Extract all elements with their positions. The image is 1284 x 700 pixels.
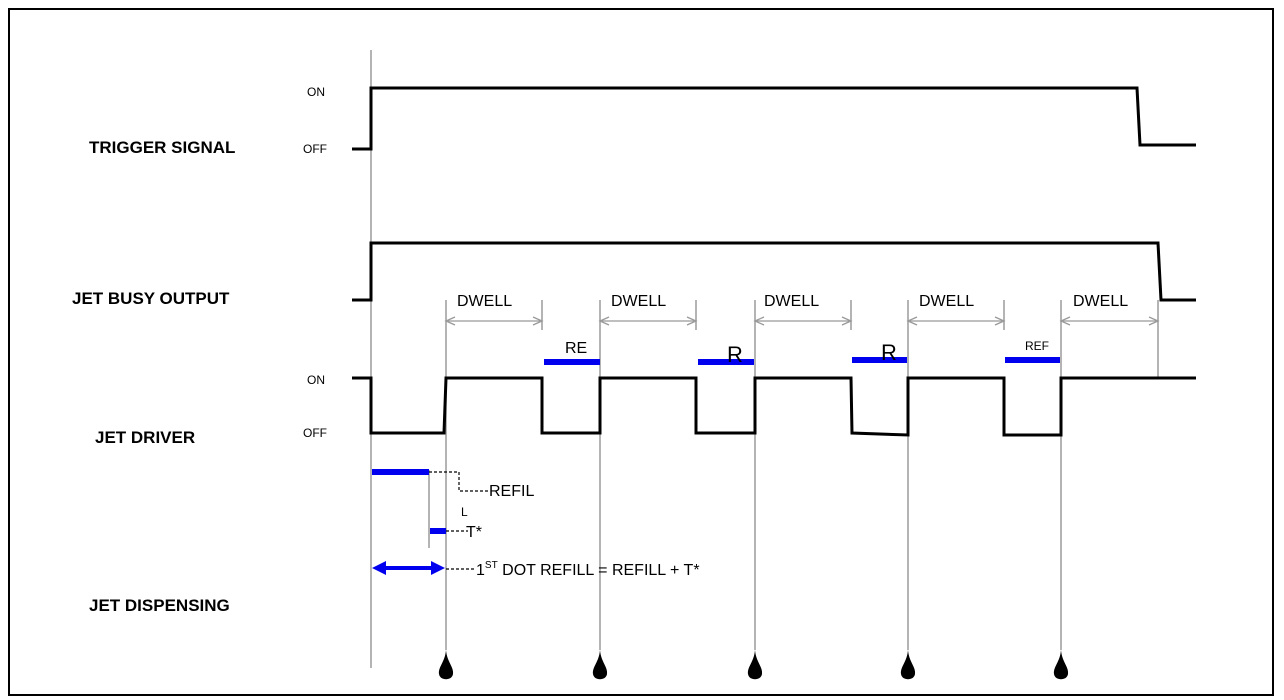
drop-icon xyxy=(900,650,916,680)
busy-output-label: JET BUSY OUTPUT xyxy=(72,289,230,308)
driver-off-label: OFF xyxy=(303,426,327,440)
trigger-signal-label: TRIGGER SIGNAL xyxy=(89,138,235,157)
dwell-arrows xyxy=(444,316,1160,326)
drop-icon xyxy=(438,650,454,680)
refill-annotation-wrap: L xyxy=(461,505,468,519)
drop-icon xyxy=(1053,650,1069,680)
first-dot-annotation: 1ST DOT REFILL = REFILL + T* xyxy=(476,560,700,579)
dwell-label-3: DWELL xyxy=(764,293,819,310)
dwell-arrow-3 xyxy=(753,316,853,326)
t-star-annotation: T* xyxy=(466,524,482,541)
jet-driver-label: JET DRIVER xyxy=(95,428,195,447)
jet-dispensing-label: JET DISPENSING xyxy=(89,596,230,615)
trigger-signal-trace xyxy=(352,86,1196,151)
refill-leader xyxy=(429,471,490,492)
refill-label-3: R xyxy=(727,342,743,367)
refill-bars xyxy=(372,357,1060,534)
driver-on-label: ON xyxy=(307,373,325,387)
diagram-frame xyxy=(8,8,1274,696)
jet-driver-trace xyxy=(352,376,1196,437)
drops xyxy=(438,650,1069,680)
dwell-label-4: DWELL xyxy=(919,293,974,310)
refill-annotation: REFIL xyxy=(489,483,534,500)
dwell-label-2: DWELL xyxy=(611,293,666,310)
drop-icon xyxy=(592,650,608,680)
drop-icon xyxy=(747,650,763,680)
trigger-off-label: OFF xyxy=(303,142,327,156)
dwell-label-5: DWELL xyxy=(1073,293,1128,310)
dwell-arrow-1 xyxy=(444,316,544,326)
dwell-label-1: DWELL xyxy=(457,293,512,310)
first-dot-refill-arrow xyxy=(372,561,445,575)
trigger-on-label: ON xyxy=(307,85,325,99)
refill-label-5: REF xyxy=(1025,339,1049,353)
dwell-arrow-4 xyxy=(906,316,1006,326)
dwell-arrow-2 xyxy=(598,316,698,326)
refill-label-2: RE xyxy=(565,340,587,357)
refill-label-4: R xyxy=(881,340,897,365)
guide-lines xyxy=(370,50,1159,668)
dwell-arrow-5 xyxy=(1059,316,1160,326)
busy-output-trace xyxy=(352,241,1196,302)
